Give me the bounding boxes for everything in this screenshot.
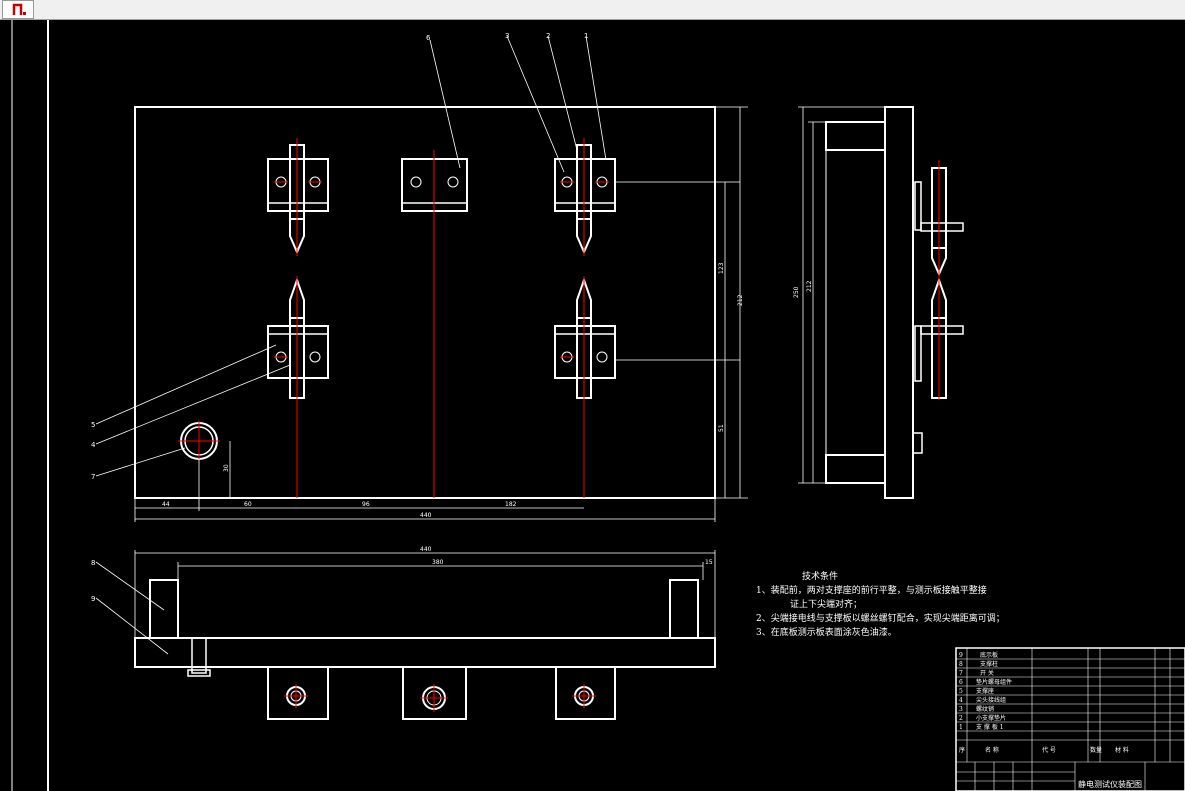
- svg-text:材 料: 材 料: [1115, 746, 1129, 754]
- dimension-labels: 6 3 2 1 5 4 7 8 9 44 60 96 182 440 30 12…: [91, 32, 813, 603]
- dim-44: 44: [162, 501, 170, 508]
- dim-side-250: 250: [793, 286, 800, 298]
- svg-text:螺纹销: 螺纹销: [976, 705, 994, 713]
- svg-text:6: 6: [959, 679, 963, 686]
- balloon-2: 2: [546, 32, 550, 40]
- dim-96: 96: [362, 501, 370, 508]
- clamp-top-middle: [401, 150, 468, 498]
- svg-text:1: 1: [959, 724, 963, 731]
- drawing-canvas[interactable]: 6 3 2 1 5 4 7 8 9 44 60 96 182 440 30 12…: [0, 20, 1185, 791]
- balloon-5: 5: [91, 421, 95, 429]
- front-view: [95, 35, 748, 522]
- svg-text:支 撑 板 1: 支 撑 板 1: [976, 723, 1004, 731]
- dim-front-width: 440: [420, 512, 432, 519]
- svg-text:支撑座: 支撑座: [976, 687, 994, 695]
- svg-text:小支撑垫片: 小支撑垫片: [976, 714, 1006, 722]
- svg-text:序: 序: [959, 746, 965, 754]
- svg-text:4: 4: [959, 697, 963, 704]
- toolbar: [0, 0, 1185, 20]
- notes-title: 技术条件: [802, 572, 839, 582]
- technical-notes: 技术条件 1、装配前，两对支撑座的前行平整，与测示板接触平整接 证上下尖端对齐；…: [756, 570, 1005, 640]
- bottom-view: [95, 550, 716, 720]
- dim-bottom-inner: 380: [432, 559, 444, 566]
- dim-bottom-width: 440: [420, 546, 432, 553]
- balloon-7: 7: [91, 473, 95, 481]
- dim-30: 30: [223, 464, 230, 472]
- dim-side-212: 212: [806, 280, 813, 292]
- dim-123: 123: [718, 262, 725, 274]
- note-line-2: 证上下尖端对齐；: [790, 600, 863, 610]
- dim-60: 60: [244, 501, 252, 508]
- balloon-9: 9: [91, 595, 95, 603]
- svg-text:支撑柱: 支撑柱: [980, 660, 998, 668]
- svg-text:3: 3: [959, 706, 963, 713]
- side-view: [798, 106, 964, 499]
- svg-text:数量: 数量: [1090, 746, 1102, 754]
- balloon-3: 3: [505, 32, 509, 40]
- dim-182: 182: [505, 501, 517, 508]
- switch-ring: [178, 420, 220, 462]
- clamp-top-right: [554, 138, 616, 256]
- svg-text:5: 5: [959, 688, 963, 695]
- clamp-top-left: [267, 138, 329, 256]
- svg-text:底示板: 底示板: [980, 651, 998, 659]
- svg-text:名 称: 名 称: [985, 746, 999, 754]
- balloon-4: 4: [91, 441, 96, 449]
- bottom-block-1: [267, 666, 329, 720]
- title-block-name: 静电测试仪装配图: [1078, 779, 1142, 789]
- svg-text:垫片螺母组件: 垫片螺母组件: [976, 678, 1012, 686]
- dim-51: 51: [718, 424, 725, 432]
- svg-text:8: 8: [959, 661, 963, 668]
- bottom-block-2: [402, 666, 467, 720]
- clamp-bottom-left: [267, 276, 329, 498]
- balloon-8: 8: [91, 559, 95, 567]
- svg-text:2: 2: [959, 715, 963, 722]
- note-line-3: 2、尖端接电线与支撑板以螺丝螺钉配合，实现尖端距离可调；: [756, 614, 1005, 624]
- clamp-bottom-right: [554, 276, 616, 498]
- balloon-1: 1: [584, 32, 588, 40]
- svg-text:7: 7: [959, 670, 963, 677]
- balloon-6: 6: [426, 34, 431, 42]
- svg-text:尖头接线组: 尖头接线组: [976, 696, 1006, 704]
- svg-text:9: 9: [959, 652, 963, 659]
- bottom-block-3: [555, 666, 616, 720]
- app-menu-button[interactable]: [2, 0, 34, 19]
- svg-text:开 关: 开 关: [980, 669, 994, 677]
- dim-212: 212: [737, 294, 744, 306]
- note-line-1: 1、装配前，两对支撑座的前行平整，与测示板接触平整接: [756, 586, 987, 596]
- note-line-4: 3、在底板测示板表面涂灰色油漆。: [756, 628, 897, 638]
- autocad-app-icon: [12, 3, 26, 15]
- svg-text:代 号: 代 号: [1042, 746, 1056, 754]
- dim-bottom-small: 15: [705, 559, 713, 566]
